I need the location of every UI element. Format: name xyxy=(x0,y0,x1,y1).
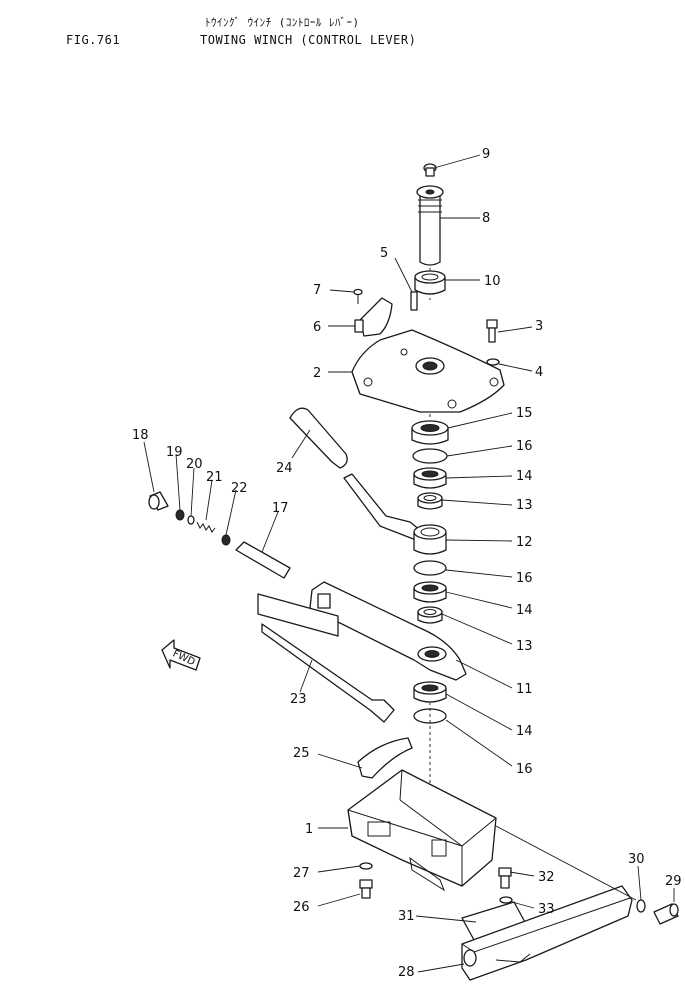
part-9-screw xyxy=(423,163,437,177)
part-15-bearing xyxy=(411,420,449,445)
part-21-spring xyxy=(196,521,216,533)
part-10-bearing xyxy=(414,270,446,295)
callout-19: 19 xyxy=(166,445,183,460)
part-11-lever xyxy=(309,581,467,681)
callout-10: 10 xyxy=(484,274,501,289)
callout-17: 17 xyxy=(272,501,289,516)
callout-numbers: 9 8 5 10 7 3 6 4 2 15 18 24 16 14 19 20 … xyxy=(132,147,682,980)
fwd-arrow-icon xyxy=(161,639,201,671)
callout-4: 4 xyxy=(535,365,543,380)
part-6-stay xyxy=(354,297,393,337)
callout-27: 27 xyxy=(293,866,310,881)
callout-18: 18 xyxy=(132,428,149,443)
part-1-case xyxy=(347,769,497,892)
callout-7: 7 xyxy=(313,283,321,298)
callout-1: 1 xyxy=(305,822,313,837)
callout-15: 15 xyxy=(516,406,533,421)
part-17-rod xyxy=(235,541,291,579)
callout-26: 26 xyxy=(293,900,310,915)
part-4-washer xyxy=(486,358,500,366)
part-32-bolt xyxy=(498,867,512,889)
callout-9: 9 xyxy=(482,147,490,162)
part-16-o-ring-lower xyxy=(413,708,447,724)
callout-6: 6 xyxy=(313,320,321,335)
part-22-ball xyxy=(221,534,231,546)
part-14-bearing-lower xyxy=(413,681,447,703)
callout-32: 32 xyxy=(538,870,555,885)
part-2-plate xyxy=(351,329,505,413)
part-12-collar xyxy=(413,524,447,555)
callout-25: 25 xyxy=(293,746,310,761)
callout-31: 31 xyxy=(398,909,415,924)
callout-30: 30 xyxy=(628,852,645,867)
callout-33: 33 xyxy=(538,902,555,917)
callout-leaders xyxy=(143,154,675,973)
callout-29: 29 xyxy=(665,874,682,889)
callout-16a: 16 xyxy=(516,439,533,454)
callout-11: 11 xyxy=(516,682,533,697)
callout-21: 21 xyxy=(206,470,223,485)
part-28-lever-assembly xyxy=(461,885,633,981)
callout-3: 3 xyxy=(535,319,543,334)
callout-16c: 16 xyxy=(516,762,533,777)
part-5-pin xyxy=(410,291,418,311)
callout-16b: 16 xyxy=(516,571,533,586)
callout-28: 28 xyxy=(398,965,415,980)
callout-13a: 13 xyxy=(516,498,533,513)
callout-20: 20 xyxy=(186,457,203,472)
part-16-o-ring-middle xyxy=(413,560,447,576)
part-19-nut xyxy=(175,509,185,521)
part-20-washer xyxy=(187,515,195,525)
part-13-bushing-middle xyxy=(417,606,443,624)
part-14-bearing-middle xyxy=(413,581,447,603)
part-25-bracket xyxy=(357,737,413,779)
part-8-shaft xyxy=(416,185,444,266)
callout-8: 8 xyxy=(482,211,490,226)
part-29-pin xyxy=(653,903,679,925)
part-26-bolt xyxy=(359,879,373,899)
callout-22: 22 xyxy=(231,481,248,496)
callout-24: 24 xyxy=(276,461,293,476)
part-14-bearing-upper xyxy=(413,467,447,489)
part-33-washer xyxy=(499,896,513,904)
callout-13b: 13 xyxy=(516,639,533,654)
part-3-bolt xyxy=(486,319,498,343)
callout-14b: 14 xyxy=(516,603,533,618)
part-13-bushing-upper xyxy=(417,492,443,510)
callout-23: 23 xyxy=(290,692,307,707)
callout-5: 5 xyxy=(380,246,388,261)
figure-title: TOWING WINCH (CONTROL LEVER) xyxy=(200,33,417,47)
callout-14a: 14 xyxy=(516,469,533,484)
part-18-pin xyxy=(148,491,169,511)
title-japanese: ﾄｳｲﾝｸﾞ ｳｲﾝﾁ (ｺﾝﾄﾛｰﾙ ﾚﾊﾞｰ) xyxy=(205,16,360,29)
lever-arm xyxy=(343,473,421,541)
part-27-washer xyxy=(359,862,373,870)
callout-14c: 14 xyxy=(516,724,533,739)
part-16-o-ring-upper xyxy=(412,448,448,464)
part-24-grip xyxy=(289,407,348,469)
part-7-bolt xyxy=(353,288,363,304)
callout-12: 12 xyxy=(516,535,533,550)
callout-2: 2 xyxy=(313,366,321,381)
part-30-washer xyxy=(636,899,646,913)
part-23-plate xyxy=(257,593,395,723)
figure-number: FIG.761 xyxy=(66,33,121,47)
